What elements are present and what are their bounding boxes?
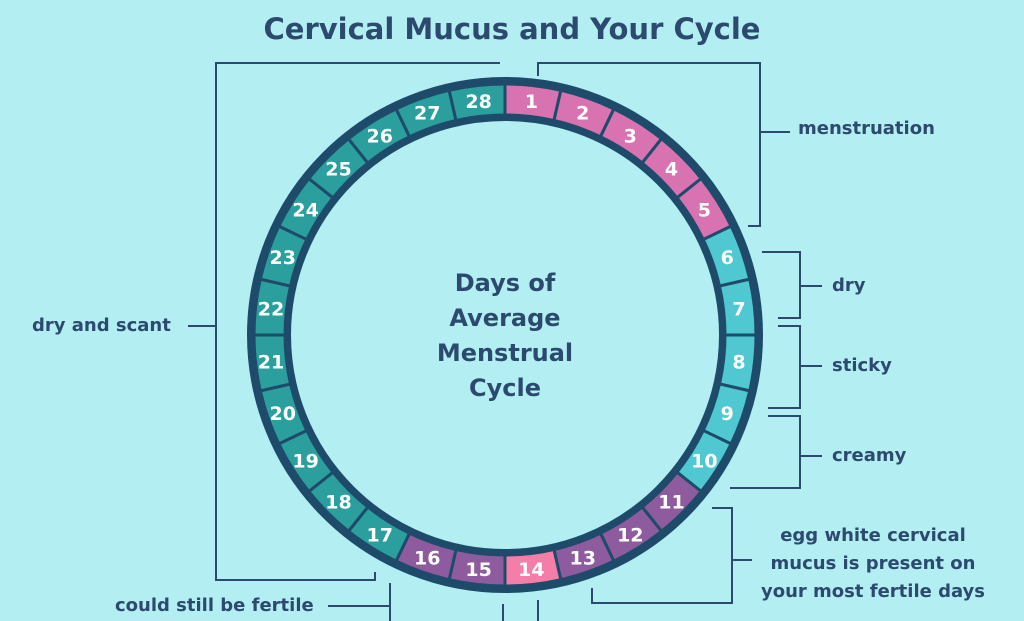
day-label: 19 <box>292 450 318 472</box>
label-sticky: sticky <box>832 355 892 376</box>
day-label: 3 <box>624 126 637 148</box>
label-dry: dry <box>832 275 866 296</box>
label-line: your most fertile days <box>760 581 986 602</box>
day-label: 21 <box>258 351 284 373</box>
day-label: 13 <box>570 547 596 569</box>
center-line: Average <box>449 304 561 332</box>
day-label: 22 <box>258 299 284 321</box>
day-label: 9 <box>721 403 734 425</box>
day-label: 15 <box>465 559 491 581</box>
bracket-could-still-be-fertile <box>328 583 539 621</box>
day-label: 18 <box>325 492 351 514</box>
center-line: Cycle <box>469 374 541 402</box>
bracket-dry-and-scant <box>188 62 500 581</box>
day-label: 17 <box>366 524 392 546</box>
day-label: 14 <box>518 559 544 581</box>
bracket-sticky <box>768 325 822 409</box>
day-label: 7 <box>732 299 745 321</box>
label-menstruation: menstruation <box>798 118 935 139</box>
page-title: Cervical Mucus and Your Cycle <box>263 12 761 46</box>
day-label: 6 <box>721 247 734 269</box>
label-could-still-be-fertile: could still be fertile <box>115 595 314 616</box>
day-label: 11 <box>658 492 684 514</box>
day-label: 28 <box>465 91 491 113</box>
day-label: 20 <box>269 403 295 425</box>
day-label: 4 <box>665 158 678 180</box>
bracket-dry <box>762 251 822 319</box>
day-label: 26 <box>366 126 392 148</box>
label-line: egg white cervical <box>780 525 966 546</box>
center-text: Days of Average Menstrual Cycle <box>405 266 605 406</box>
day-label: 24 <box>292 200 318 222</box>
day-label: 16 <box>414 547 440 569</box>
label-line: mucus is present on <box>770 553 976 574</box>
day-label: 27 <box>414 103 440 125</box>
bracket-egg-white <box>591 507 752 604</box>
day-label: 23 <box>269 247 295 269</box>
label-egg-white: egg white cervical mucus is present on y… <box>748 522 998 606</box>
day-label: 2 <box>576 103 589 125</box>
day-label: 8 <box>732 351 745 373</box>
day-label: 1 <box>525 91 538 113</box>
day-label: 12 <box>617 524 643 546</box>
label-creamy: creamy <box>832 445 907 466</box>
day-label: 25 <box>325 158 351 180</box>
label-dry-and-scant: dry and scant <box>32 315 171 336</box>
bracket-menstruation <box>537 62 790 227</box>
center-line: Days of <box>454 269 556 297</box>
day-segment-28 <box>447 82 507 123</box>
day-label: 10 <box>691 450 717 472</box>
bracket-creamy <box>730 415 822 489</box>
day-label: 5 <box>698 200 711 222</box>
center-line: Menstrual <box>436 339 574 367</box>
